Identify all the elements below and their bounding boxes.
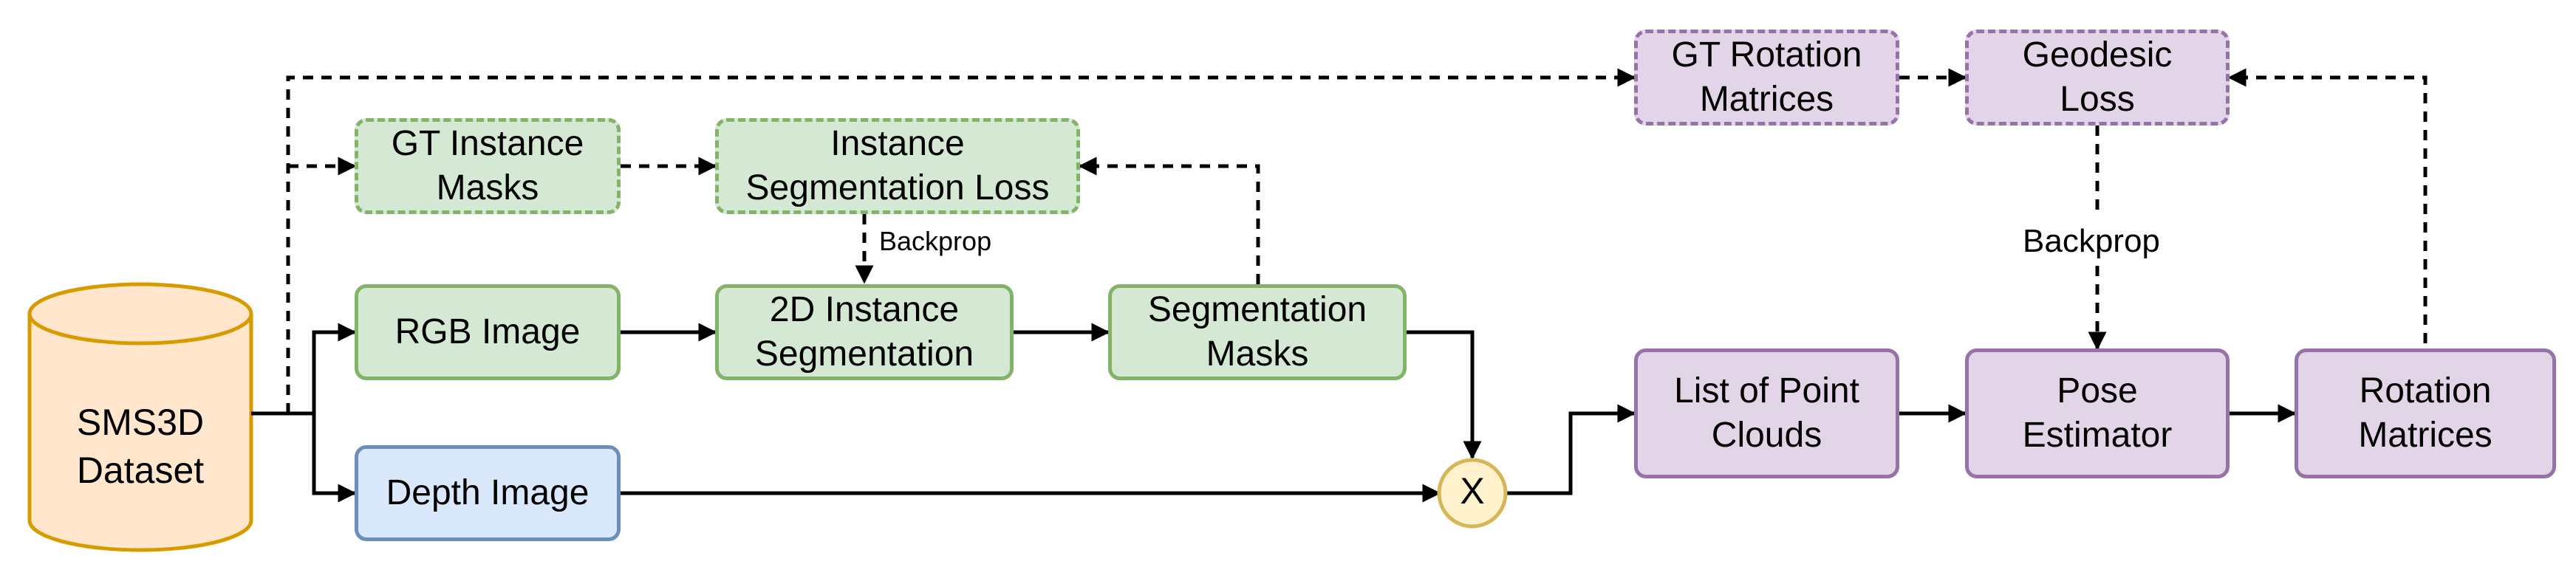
edge-masks-to-x — [1407, 330, 1482, 460]
edge-to-rgb — [312, 323, 357, 413]
gt-instance-masks-line1: GT Instance — [391, 124, 584, 163]
rotation-matrices-line1: Rotation — [2359, 371, 2492, 410]
point-clouds-line1: List of Point — [1674, 371, 1859, 410]
depth-image-line1: Depth Image — [386, 473, 590, 512]
geodesic-loss-line1: Geodesic — [2022, 35, 2173, 75]
rotation-matrices-node: Rotation Matrices — [2295, 348, 2556, 478]
backprop-label-segmentation: Backprop — [879, 226, 992, 256]
dataset-cylinder-shape — [27, 282, 253, 552]
instance-segmentation-2d-node: 2D Instance Segmentation — [715, 284, 1014, 380]
geodesic-loss-line2: Loss — [2060, 80, 2135, 119]
gt-instance-masks-line2: Masks — [436, 168, 539, 207]
segmentation-masks-line2: Masks — [1206, 334, 1309, 374]
point-clouds-line2: Clouds — [1711, 416, 1822, 455]
segmentation-masks-line1: Segmentation — [1147, 290, 1367, 329]
gt-rotation-matrices-node: GT Rotation Matrices — [1634, 30, 1899, 126]
gt-rotation-matrices-line2: Matrices — [1699, 80, 1834, 119]
instance-segmentation-loss-line2: Segmentation Loss — [745, 168, 1050, 207]
edge-dataset-to-gt-rotation — [286, 68, 1636, 413]
backprop-label-pose: Backprop — [2023, 223, 2160, 259]
dataset-label-line1: SMS3D — [76, 402, 205, 443]
point-clouds-node: List of Point Clouds — [1634, 348, 1899, 478]
edge-x-to-pointclouds — [1506, 404, 1636, 495]
pose-estimator-line1: Pose — [2057, 371, 2138, 410]
edge-to-depth — [312, 413, 357, 503]
depth-image-node: Depth Image — [355, 445, 621, 541]
edge-rotation-to-geodesic — [2227, 68, 2428, 362]
gt-instance-masks-node: GT Instance Masks — [355, 118, 621, 214]
geodesic-loss-node: Geodesic Loss — [1965, 30, 2230, 126]
instance-segmentation-2d-line2: Segmentation — [754, 334, 974, 374]
rotation-matrices-line2: Matrices — [2358, 416, 2493, 455]
edge-masks-to-loss — [1078, 157, 1260, 284]
dataset-label: SMS3D Dataset — [30, 399, 251, 495]
pose-estimator-node: Pose Estimator — [1965, 348, 2230, 478]
instance-segmentation-2d-line1: 2D Instance — [769, 290, 960, 329]
combine-node-shape — [1437, 458, 1508, 529]
dataset-label-line2: Dataset — [76, 450, 205, 491]
segmentation-masks-node: Segmentation Masks — [1108, 284, 1407, 380]
pose-estimator-line2: Estimator — [2022, 416, 2173, 455]
combine-node-label: X — [1460, 470, 1485, 512]
instance-segmentation-loss-node: Instance Segmentation Loss — [715, 118, 1080, 214]
rgb-image-line1: RGB Image — [394, 312, 581, 351]
gt-rotation-matrices-line1: GT Rotation — [1671, 35, 1862, 75]
rgb-image-node: RGB Image — [355, 284, 621, 380]
instance-segmentation-loss-line1: Instance — [830, 124, 965, 163]
